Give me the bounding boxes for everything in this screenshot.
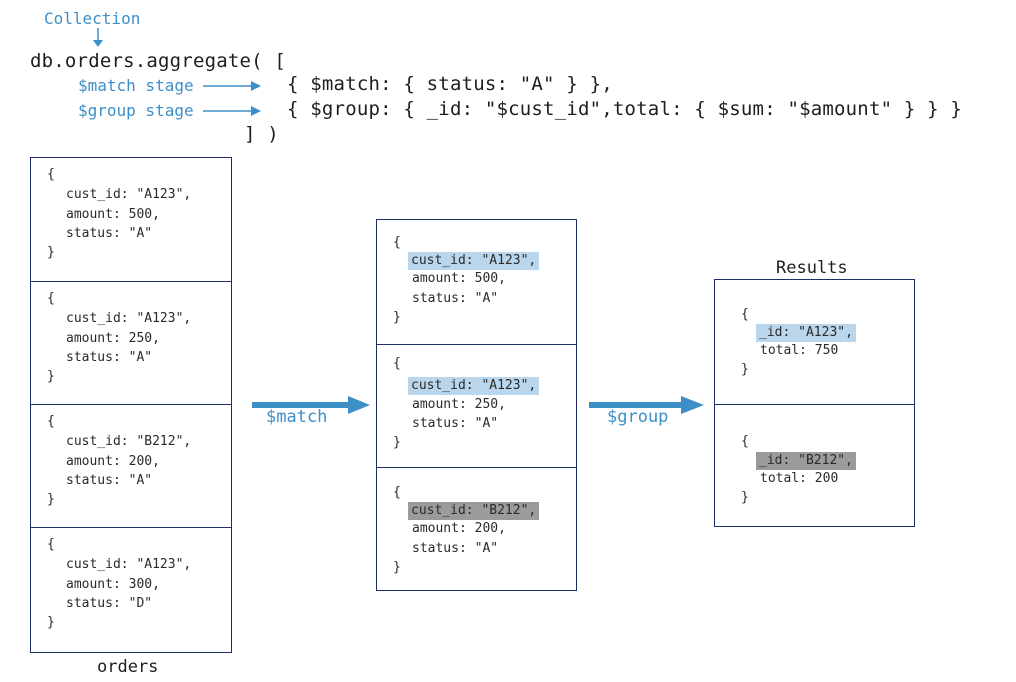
brace-open: { [741,307,749,322]
id-field-highlighted: _id: "B212", [756,452,856,470]
brace-open: { [47,537,55,552]
result-document: { _id: "B212", total: 200 } [715,404,914,526]
order-document: { cust_id: "A123", amount: 500, status: … [31,158,231,281]
collection-pointer-arrow [93,28,103,47]
amount-field: amount: 250, [66,331,160,346]
order-document: { cust_id: "B212", amount: 200, status: … [31,404,231,527]
status-field: status: "A" [412,291,499,306]
brace-open: { [47,291,55,306]
result-document: { _id: "A123", total: 750 } [715,280,914,404]
cust-id-field: cust_id: "B212", [66,434,192,449]
brace-close: } [393,560,401,575]
amount-field: amount: 300, [66,577,160,592]
match-flow-arrow [252,396,370,414]
matched-document: { cust_id: "A123", amount: 500, status: … [377,220,576,343]
amount-field: amount: 200, [412,521,506,536]
match-stage-pointer-arrow [203,81,261,91]
status-field: status: "A" [66,226,153,241]
status-field: status: "A" [66,350,153,365]
brace-close: } [393,310,401,325]
order-document: { cust_id: "A123", amount: 300, status: … [31,527,231,652]
total-field: total: 200 [760,471,839,486]
brace-close: } [47,245,55,260]
cust-id-field: cust_id: "A123", [66,311,192,326]
group-stage-label: $group stage [78,101,194,120]
brace-open: { [393,356,401,371]
aggregate-call: db.orders.aggregate( [ [30,50,287,72]
amount-field: amount: 200, [66,454,160,469]
aggregate-close: ] ) [244,123,279,145]
brace-close: } [47,615,55,630]
group-stage-code: { $group: { _id: "$cust_id",total: { $su… [287,98,963,120]
brace-open: { [393,235,401,250]
match-stage-label: $match stage [78,76,194,95]
orders-collection: { cust_id: "A123", amount: 500, status: … [30,157,232,653]
status-field: status: "A" [412,416,499,431]
brace-open: { [47,414,55,429]
status-field: status: "A" [66,473,153,488]
status-field: status: "D" [66,596,153,611]
amount-field: amount: 250, [412,397,506,412]
brace-open: { [393,485,401,500]
brace-close: } [47,492,55,507]
group-stage-pointer-arrow [203,106,261,116]
cust-id-field: cust_id: "A123", [66,187,192,202]
brace-close: } [741,362,749,377]
match-flow-label: $match [266,407,328,427]
id-field-highlighted: _id: "A123", [756,324,856,342]
order-document: { cust_id: "A123", amount: 250, status: … [31,281,231,404]
group-flow-arrow [589,396,704,414]
cust-id-field: cust_id: "A123", [66,557,192,572]
orders-caption: orders [97,657,159,677]
amount-field: amount: 500, [66,207,160,222]
match-stage-code: { $match: { status: "A" } }, [287,73,613,95]
status-field: status: "A" [412,541,499,556]
brace-close: } [47,369,55,384]
matched-document: { cust_id: "A123", amount: 250, status: … [377,344,576,467]
brace-close: } [393,435,401,450]
brace-open: { [741,434,749,449]
cust-id-field-highlighted: cust_id: "A123", [408,377,540,395]
collection-label: Collection [44,9,141,28]
brace-close: } [741,490,749,505]
brace-open: { [47,167,55,182]
cust-id-field-highlighted: cust_id: "B212", [408,502,540,520]
matched-document: { cust_id: "B212", amount: 200, status: … [377,467,576,590]
total-field: total: 750 [760,343,839,358]
cust-id-field-highlighted: cust_id: "A123", [408,252,540,270]
amount-field: amount: 500, [412,271,506,286]
matched-documents: { cust_id: "A123", amount: 500, status: … [376,219,577,591]
results-caption: Results [776,258,848,278]
results-collection: { _id: "A123", total: 750 } { _id: "B212… [714,279,915,527]
group-flow-label: $group [607,407,669,427]
